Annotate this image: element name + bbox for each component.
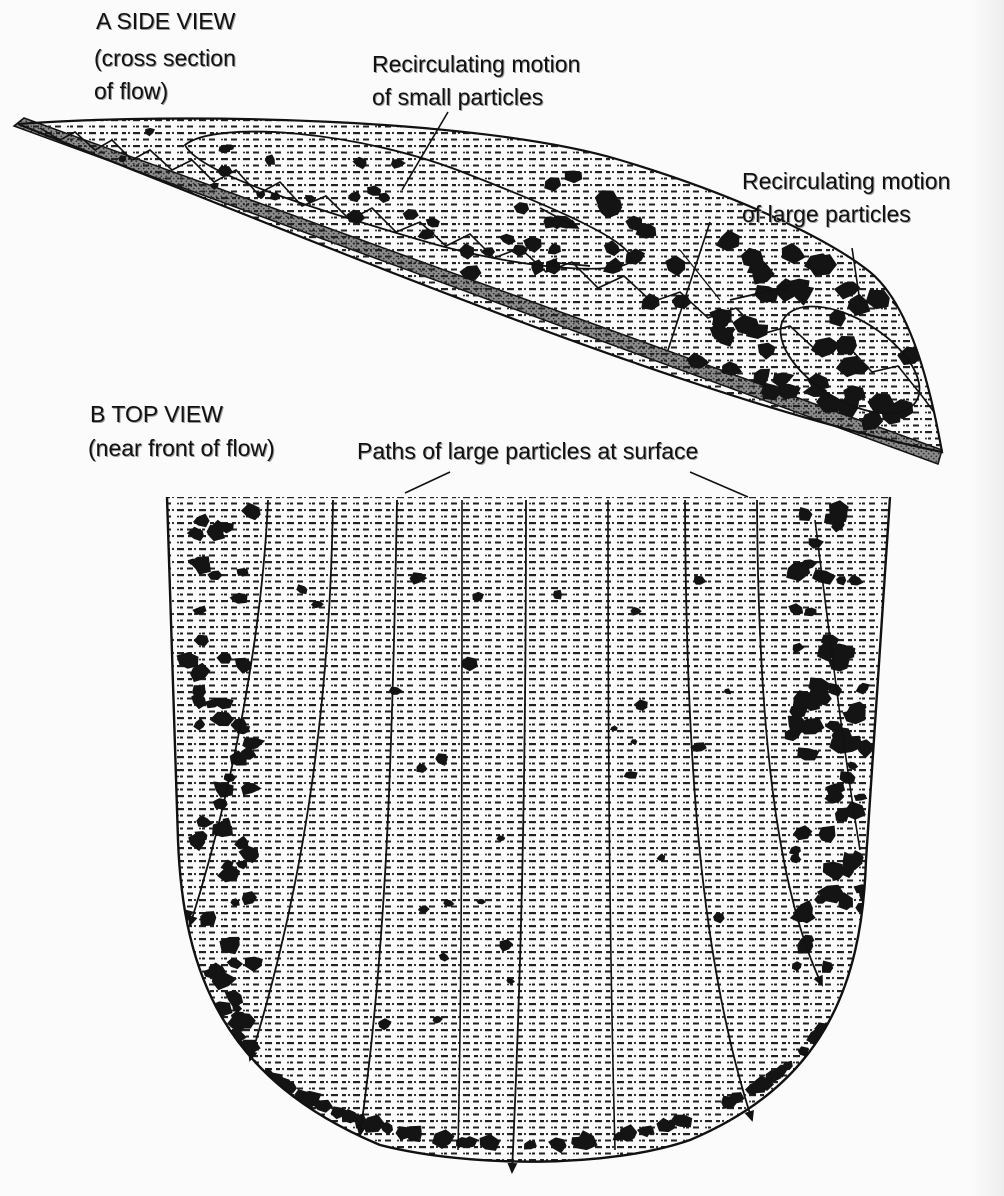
top-view-lobe (167, 472, 890, 1172)
top-view-front-particle (221, 1031, 232, 1041)
top-view-margin-particle (186, 996, 202, 1009)
side-view-subtitle-line2: of flow) (94, 77, 168, 105)
top-view-margin-particle (204, 1055, 215, 1064)
top-view-front-particle (211, 1020, 224, 1030)
top-view-front-particle (213, 1022, 226, 1033)
top-view-front-particle (209, 1018, 224, 1030)
large-particles-label-line2: of large particles (742, 200, 911, 228)
paths-leader-line-right (690, 472, 748, 497)
paths-label: Paths of large particles at surface (357, 437, 698, 465)
top-view-front-particle (219, 1031, 232, 1042)
side-view-subtitle-line1: (cross section (94, 44, 236, 72)
top-view-front-particle (218, 1026, 229, 1038)
top-view-margin-particle (192, 1013, 213, 1027)
top-view-title: B TOP VIEW (90, 400, 223, 428)
large-particles-label-line1: Recirculating motion (742, 167, 950, 195)
small-particles-label-line1: Recirculating motion (372, 50, 580, 78)
side-view-title: A SIDE VIEW (96, 7, 235, 35)
top-view-flow-front (167, 497, 890, 1162)
top-view-margin-particle (194, 1006, 212, 1020)
small-particles-label-line2: of small particles (372, 83, 543, 111)
top-view-subtitle: (near front of flow) (88, 434, 275, 462)
side-view-large-particle (882, 273, 903, 287)
top-view-margin-particle (186, 982, 208, 1001)
paths-leader-line-left (405, 472, 450, 493)
